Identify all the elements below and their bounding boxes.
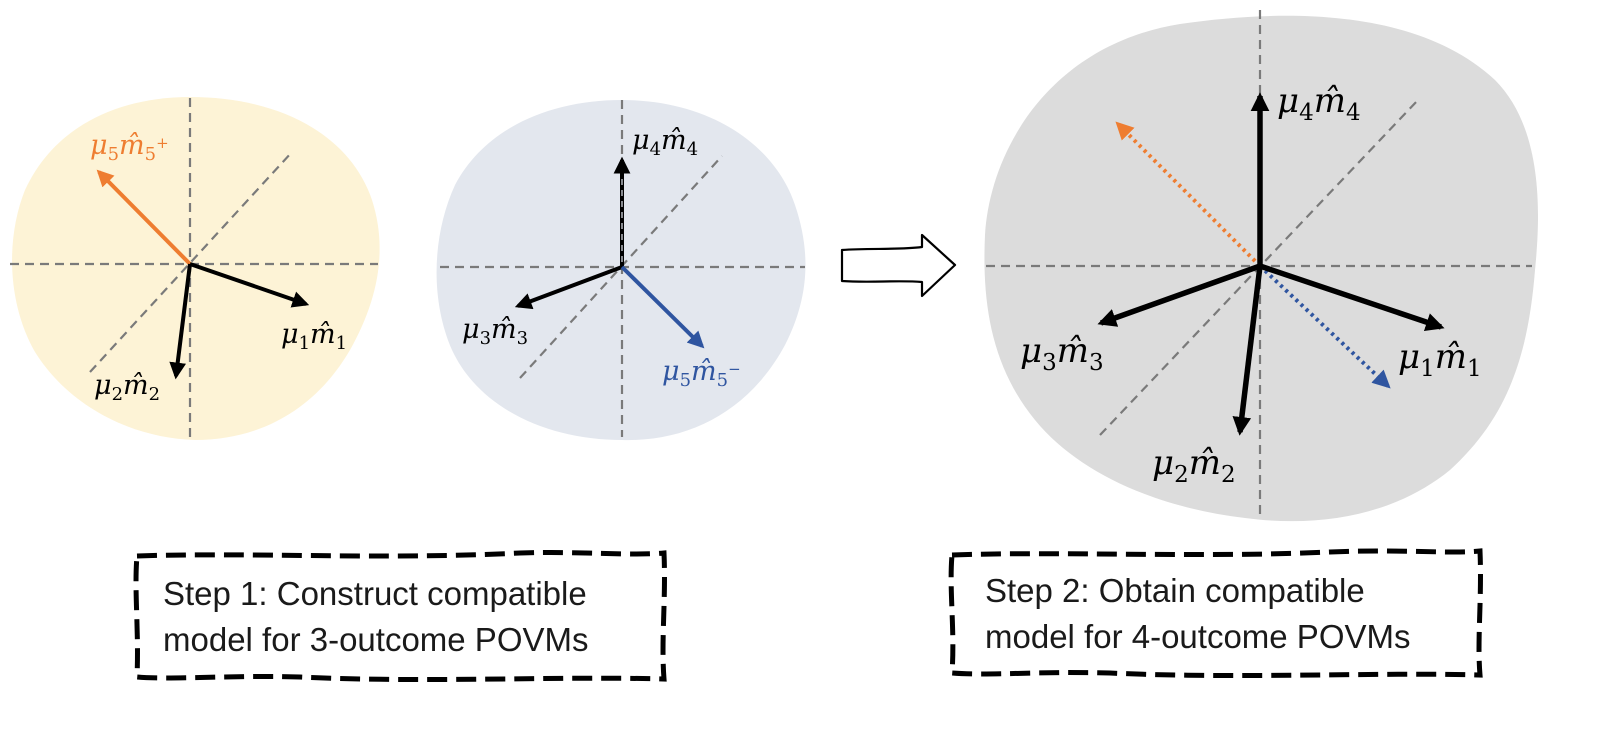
label-mu1-m1: μ1m̂1 (281, 319, 347, 354)
label-mu4-m4: μ4m̂4 (632, 125, 698, 160)
step1-line1: Step 1: Construct compatible (163, 575, 587, 612)
step2-dashed-border (948, 548, 1483, 679)
step1-dashed-border (133, 550, 667, 683)
vector-m1 (189, 262, 310, 308)
yellow-blob (12, 97, 380, 440)
label-mu3-m3: μ3m̂3 (462, 314, 528, 349)
label-mu4-m4: μ4m̂4 (1277, 81, 1361, 126)
vector-m2 (1232, 265, 1263, 436)
dotted-vector-m5-plus (1115, 121, 1262, 268)
vector-m2 (169, 263, 192, 380)
label-mu5-m5-minus: μ5m̂5− (662, 356, 741, 391)
label-mu2-m2: μ2m̂2 (1152, 443, 1236, 488)
dotted-vector-m5-minus (1258, 264, 1391, 389)
vector-m3 (1097, 263, 1261, 327)
vector-m3 (514, 265, 623, 310)
step1-line2: model for 3-outcome POVMs (163, 621, 589, 658)
step2-line2: model for 4-outcome POVMs (985, 618, 1411, 655)
step2-box: Step 2: Obtain compatible model for 4-ou… (948, 548, 1483, 679)
label-mu3-m3: μ3m̂3 (1020, 331, 1104, 376)
step1-box: Step 1: Construct compatible model for 3… (133, 550, 667, 683)
label-mu2-m2: μ2m̂2 (94, 370, 160, 405)
panel-3-outcome-plus: μ5m̂5+ μ1m̂1 μ2m̂2 (10, 97, 380, 440)
vector-m5-minus (620, 265, 705, 349)
outline-right-arrow-icon (840, 233, 957, 298)
panel-4-outcome: μ4m̂4 μ3m̂3 μ1m̂1 μ2m̂2 (984, 10, 1539, 522)
label-mu1-m1: μ1m̂1 (1398, 337, 1482, 382)
panel-3-outcome-minus: μ4m̂4 μ3m̂3 μ5m̂5− (436, 100, 806, 441)
step2-line1: Step 2: Obtain compatible (985, 572, 1365, 609)
vector-m1 (1259, 263, 1445, 332)
vector-m5-plus (96, 169, 192, 266)
label-mu5-m5-plus: μ5m̂5+ (90, 130, 169, 165)
